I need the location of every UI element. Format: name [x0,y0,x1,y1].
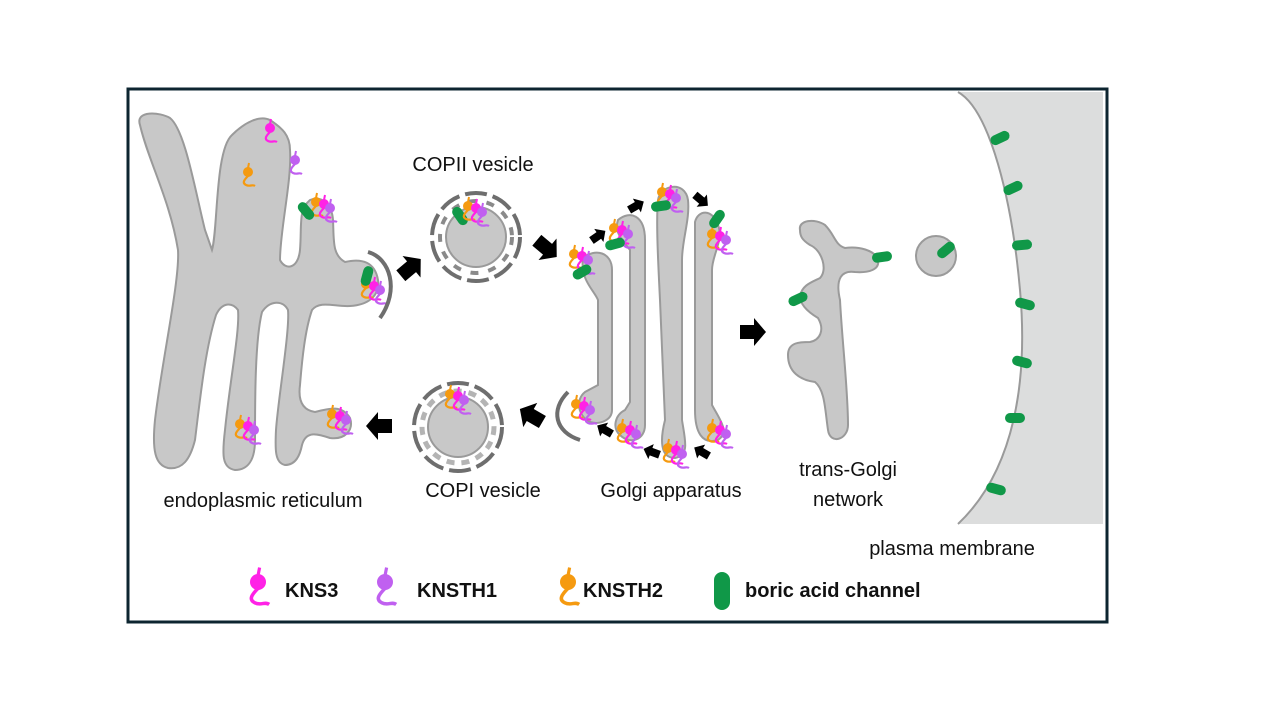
label-copi-vesicle: COPI vesicle [425,480,541,502]
trans-golgi-network [786,219,880,440]
legend-knsth2-label: KNSTH2 [583,580,663,602]
label-trans-golgi-line2: network [813,489,884,511]
plasma-membrane-line [957,91,1024,525]
legend-channel-icon [714,572,730,610]
label-endoplasmic-reticulum: endoplasmic reticulum [164,490,363,512]
boric-acid-channel [1005,413,1025,423]
label-trans-golgi-line1: trans-Golgi [799,459,897,481]
golgi-apparatus [578,185,725,460]
label-plasma-membrane: plasma membrane [869,538,1035,560]
legend-knsth1-label: KNSTH1 [417,580,497,602]
copi-vesicle [412,381,504,473]
legend-channel-label: boric acid channel [745,580,921,602]
label-golgi-apparatus: Golgi apparatus [600,480,741,502]
copii-coat-budding [367,250,393,320]
legend: KNS3 KNSTH1 KNSTH2 boric acid channel [249,565,921,610]
copi-coat-budding [555,390,581,442]
copii-vesicle [430,191,522,283]
label-copii-vesicle: COPII vesicle [412,154,533,176]
legend-kns3-label: KNS3 [285,580,338,602]
